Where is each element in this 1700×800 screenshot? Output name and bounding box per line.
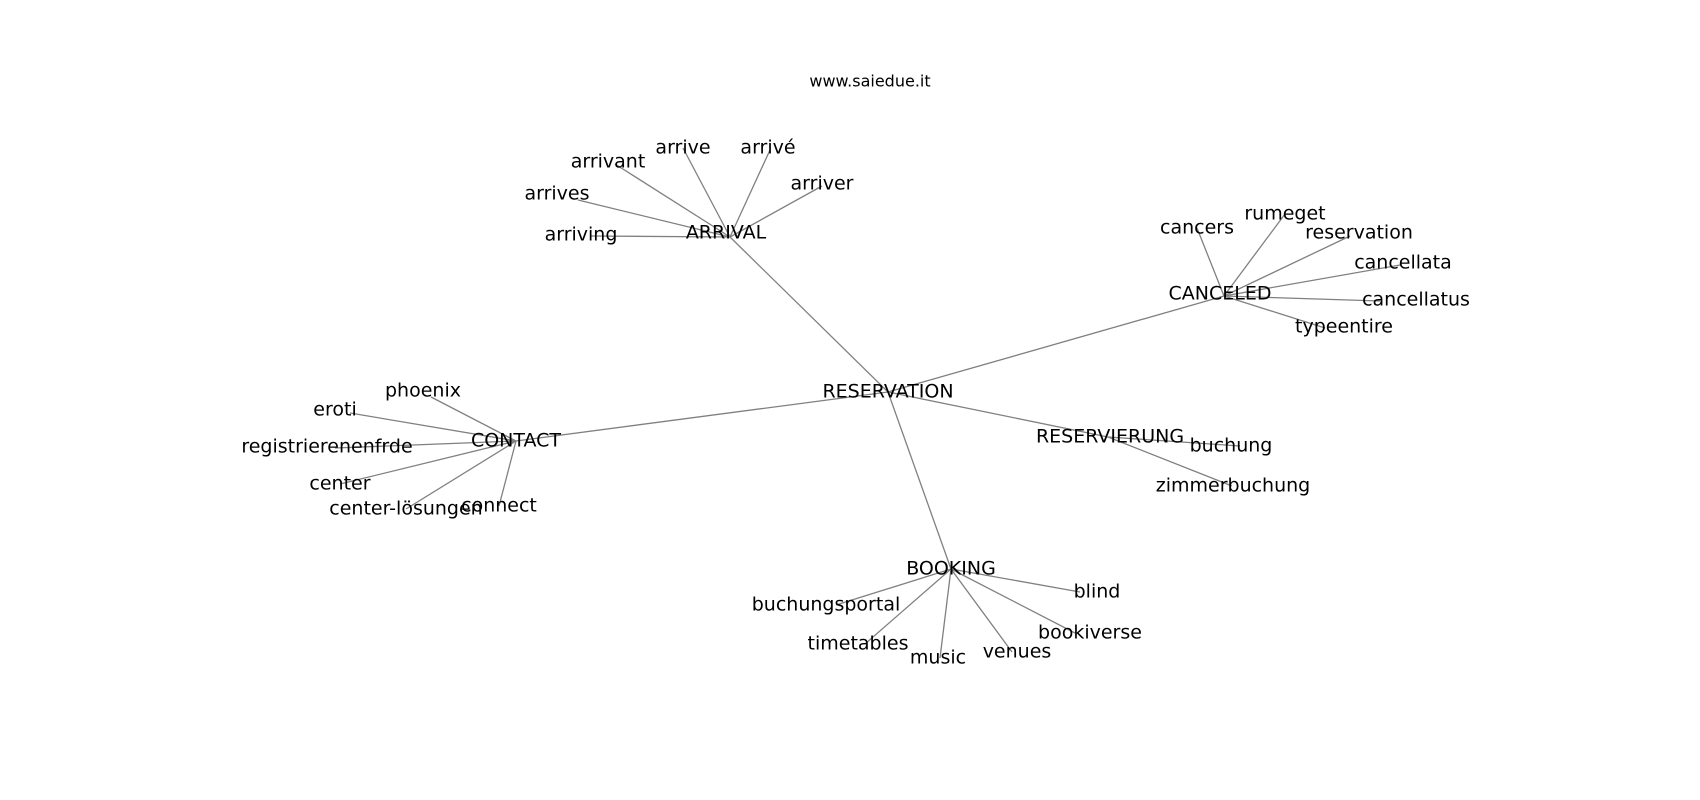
edge-hub-leaf: [729, 149, 771, 238]
node-leaf: typeentire: [1295, 316, 1393, 338]
node-leaf: center: [309, 473, 370, 495]
node-hub: ARRIVAL: [686, 222, 767, 244]
edge-hub-leaf: [1196, 227, 1225, 297]
edge-hub-leaf: [614, 163, 731, 238]
edge-hub-leaf: [405, 440, 517, 510]
edge-hub-leaf: [339, 440, 517, 485]
edge-hub-leaf: [349, 412, 517, 442]
edge-hub-leaf: [1107, 436, 1241, 447]
edge-hub-leaf: [950, 568, 1076, 634]
node-leaf: cancellata: [1354, 252, 1452, 274]
page-title: www.saiedue.it: [809, 72, 930, 91]
node-leaf: connect: [461, 495, 537, 517]
edge-hub-leaf: [950, 568, 1013, 653]
edge-hub-leaf: [950, 568, 1081, 593]
node-leaf: arrivant: [571, 151, 646, 173]
node-leaf: arriver: [791, 173, 854, 195]
edge-hub-leaf: [589, 235, 731, 238]
node-leaf: registrierenenfrde: [241, 436, 412, 458]
edge-hub-leaf: [1223, 295, 1381, 302]
node-leaf: music: [910, 647, 966, 669]
node-leaf: cancellatus: [1362, 289, 1470, 311]
node-leaf: reservation: [1305, 222, 1413, 244]
node-center: RESERVATION: [822, 381, 953, 403]
edge-hub-leaf: [1223, 295, 1326, 329]
node-hub: CONTACT: [471, 430, 561, 452]
edge-hub-leaf: [1223, 264, 1401, 297]
edge-hub-leaf: [1107, 436, 1233, 487]
edge-hub-leaf: [498, 440, 517, 507]
node-leaf: arrive: [655, 137, 710, 159]
edge-center-hub: [887, 295, 1225, 393]
edge-hub-leaf: [939, 568, 952, 659]
edges-layer: [334, 147, 1401, 659]
node-leaf: buchungsportal: [752, 594, 901, 616]
edge-hub-leaf: [729, 185, 823, 238]
node-leaf: venues: [983, 641, 1052, 663]
edge-center-hub: [887, 391, 952, 570]
node-leaf: cancers: [1160, 217, 1234, 239]
edge-hub-leaf: [577, 199, 731, 238]
node-leaf: center-lösungen: [329, 498, 482, 520]
node-hub: RESERVIERUNG: [1036, 426, 1184, 448]
node-leaf: zimmerbuchung: [1156, 475, 1311, 497]
edge-hub-leaf: [1223, 213, 1286, 297]
node-leaf: bookiverse: [1038, 622, 1142, 644]
labels-layer: RESERVATION ARRIVAL arrive arrivé arrivant ar…: [241, 137, 1470, 669]
edge-hub-leaf: [1223, 235, 1351, 297]
edge-hub-leaf: [682, 147, 731, 238]
node-leaf: blind: [1074, 581, 1121, 603]
node-leaf: arrives: [524, 183, 589, 205]
edge-center-hub: [515, 391, 889, 442]
node-leaf: eroti: [313, 399, 356, 421]
node-leaf: rumeget: [1244, 203, 1325, 225]
node-hub: CANCELED: [1169, 283, 1272, 305]
edge-center-hub: [887, 391, 1109, 438]
node-leaf: arriving: [545, 224, 618, 246]
node-leaf: phoenix: [385, 380, 461, 402]
node-leaf: arrivé: [740, 137, 795, 159]
edge-hub-leaf: [334, 440, 517, 449]
edge-hub-leaf: [835, 568, 952, 606]
edge-hub-leaf: [430, 396, 517, 442]
edge-center-hub: [729, 236, 889, 393]
node-leaf: timetables: [808, 633, 909, 655]
edge-hub-leaf: [864, 568, 952, 645]
node-hub: BOOKING: [906, 558, 996, 580]
node-leaf: buchung: [1190, 435, 1273, 457]
